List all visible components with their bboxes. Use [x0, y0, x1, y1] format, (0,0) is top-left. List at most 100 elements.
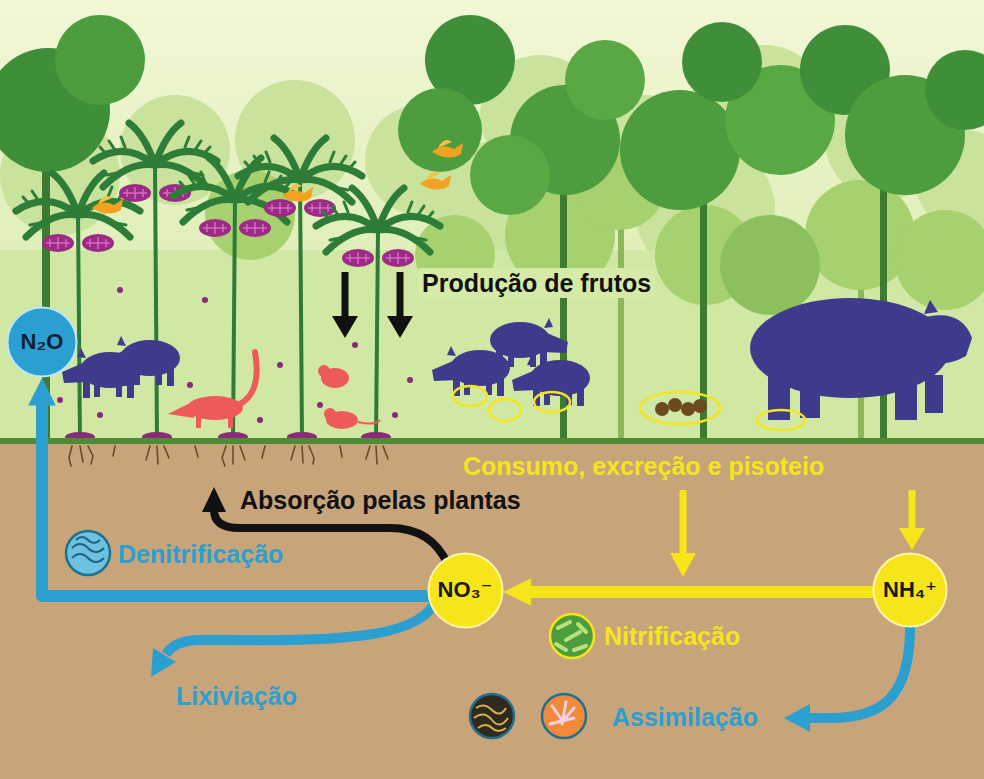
arrowhead	[504, 578, 532, 606]
fallen-fruits	[57, 287, 413, 442]
arrow-shaft	[680, 490, 687, 556]
soil	[0, 443, 984, 779]
arrow-shaft	[397, 272, 404, 318]
dung-ball	[693, 399, 707, 413]
arrowhead	[670, 553, 696, 577]
bird	[92, 196, 123, 214]
near-tree	[620, 90, 740, 210]
process-label: Nitrificação	[604, 621, 740, 651]
palm-crown	[238, 138, 362, 217]
near-tree	[398, 88, 482, 172]
coati-leg	[228, 414, 233, 428]
fruit	[97, 412, 103, 418]
dung-ring	[640, 392, 720, 424]
dung-ball	[655, 402, 669, 416]
fruit	[407, 377, 413, 383]
arrowhead	[387, 316, 413, 338]
assimilation-icons	[470, 694, 586, 738]
rodent-head	[324, 408, 336, 420]
fruit	[257, 417, 263, 423]
fruit	[187, 382, 193, 388]
tapir-leg	[925, 375, 943, 413]
microbe-cells	[550, 702, 574, 724]
nitrifier-icon	[550, 614, 594, 658]
fruit-fall-arrows	[332, 272, 413, 338]
denitrifier-icon	[66, 531, 110, 575]
near-tree	[925, 50, 984, 130]
palm-crown	[16, 173, 140, 252]
sky	[0, 0, 984, 445]
hoof-ring	[453, 386, 487, 406]
tree-trunk	[618, 220, 624, 442]
near-canopy	[0, 15, 984, 442]
microbe-badge	[550, 614, 594, 658]
process-label: Produção de frutos	[418, 268, 655, 298]
assimilation-arrow	[784, 620, 910, 732]
rodent-tail	[358, 420, 380, 424]
near-tree	[565, 40, 645, 120]
palm-crown	[316, 188, 440, 267]
arrowhead	[899, 528, 925, 550]
fruit	[117, 287, 123, 293]
process-label: Lixiviação	[176, 681, 297, 711]
process-label: Denitrificação	[118, 539, 283, 569]
mid-tree	[895, 210, 984, 310]
hoof-ring	[757, 410, 805, 430]
nutrient-circle: N₂O	[6, 306, 78, 378]
arrowhead	[784, 704, 810, 732]
palm-crown	[93, 123, 217, 202]
ground-line	[0, 438, 984, 444]
tapir-leg	[768, 375, 790, 420]
mid-tree	[720, 215, 820, 315]
dung-ball	[681, 402, 695, 416]
roots	[69, 446, 388, 466]
coati	[187, 396, 243, 420]
tapir-ear	[924, 300, 938, 314]
bird	[420, 172, 451, 190]
fruit	[317, 402, 323, 408]
tapir-leg	[800, 380, 820, 418]
nitrogen-flow-arrow	[504, 578, 874, 606]
peccary	[102, 336, 180, 386]
peccary	[512, 356, 590, 406]
palm-trunk	[376, 230, 378, 440]
tapir-head	[915, 315, 972, 364]
fruit	[352, 342, 358, 348]
arrow-shaft	[342, 272, 349, 318]
bird	[432, 140, 463, 158]
chemical-formula: NH₄⁺	[883, 577, 937, 602]
tree-trunk	[560, 170, 567, 442]
palm-trunk	[300, 180, 302, 440]
microbe-badge	[470, 694, 514, 738]
process-label: Assimilação	[612, 702, 758, 732]
near-tree	[682, 22, 762, 102]
near-tree	[470, 135, 550, 215]
microbe-badge	[66, 531, 110, 575]
bird	[282, 184, 313, 202]
fungal-hyphae	[474, 705, 508, 731]
circle-shape	[874, 554, 947, 627]
microbe-rods	[556, 622, 586, 650]
arrowhead	[332, 316, 358, 338]
microbe-squiggle	[72, 537, 104, 562]
tapir-leg	[895, 375, 917, 420]
chemical-formula: NO₃⁻	[438, 577, 493, 602]
hoof-ring	[534, 392, 570, 412]
arrowhead	[202, 487, 226, 512]
process-label: Absorção pelas plantas	[240, 485, 521, 515]
leaching-arrow	[151, 604, 434, 677]
chemical-formula: N₂O	[21, 329, 64, 354]
coati-leg	[196, 414, 201, 428]
process-label: Consumo, excreção e pisoteio	[463, 451, 824, 481]
tapir	[750, 298, 972, 420]
fruit	[202, 297, 208, 303]
arrowhead	[151, 648, 176, 677]
fruit	[392, 412, 398, 418]
rodents	[168, 352, 380, 429]
arrow-shaft	[166, 604, 434, 654]
coati-head	[168, 402, 194, 418]
microbe-badge	[542, 694, 586, 738]
fruit	[277, 362, 283, 368]
